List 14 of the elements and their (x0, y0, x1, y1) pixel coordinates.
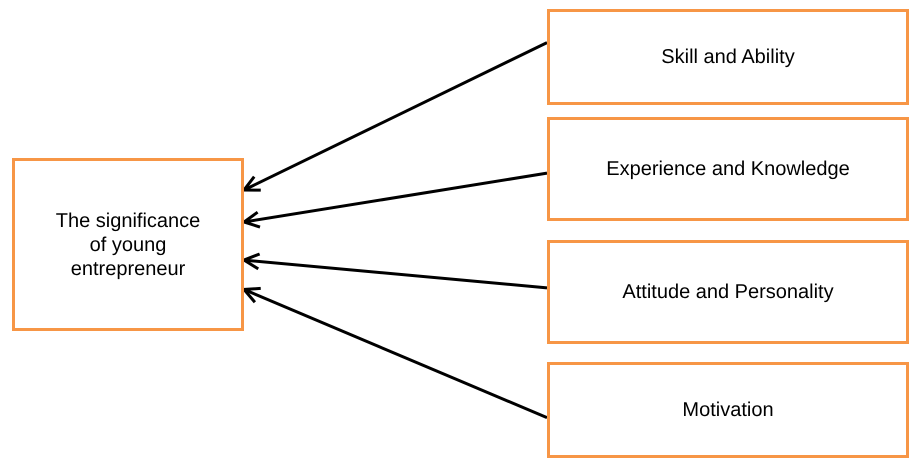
node-text: Motivation (682, 398, 774, 422)
process-box (12, 158, 244, 331)
arrow (242, 172, 548, 229)
process-box (547, 362, 909, 458)
node-text: Experience and Knowledge (606, 157, 850, 181)
node-text: The significance of young entrepreneur (54, 208, 202, 280)
arrow (242, 286, 548, 420)
node-text: Skill and Ability (661, 45, 795, 69)
process-box (547, 117, 909, 221)
arrow (242, 41, 548, 192)
node-text: Attitude and Personality (622, 280, 834, 304)
arrow (242, 252, 548, 290)
process-box (547, 9, 909, 105)
process-box (547, 240, 909, 344)
